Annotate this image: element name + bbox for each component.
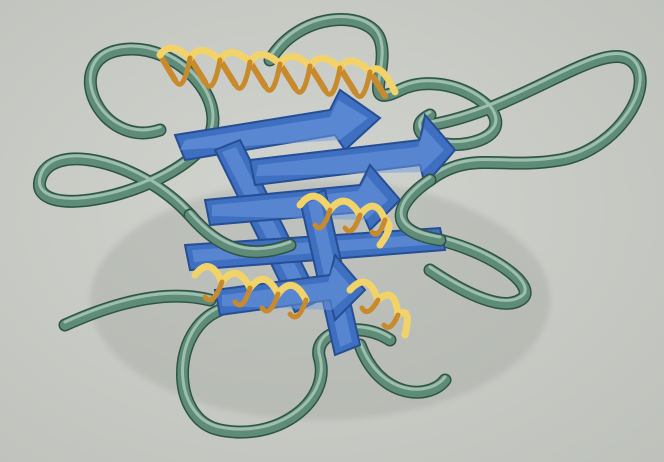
protein-illustration <box>0 0 664 462</box>
protein-svg <box>0 0 664 462</box>
